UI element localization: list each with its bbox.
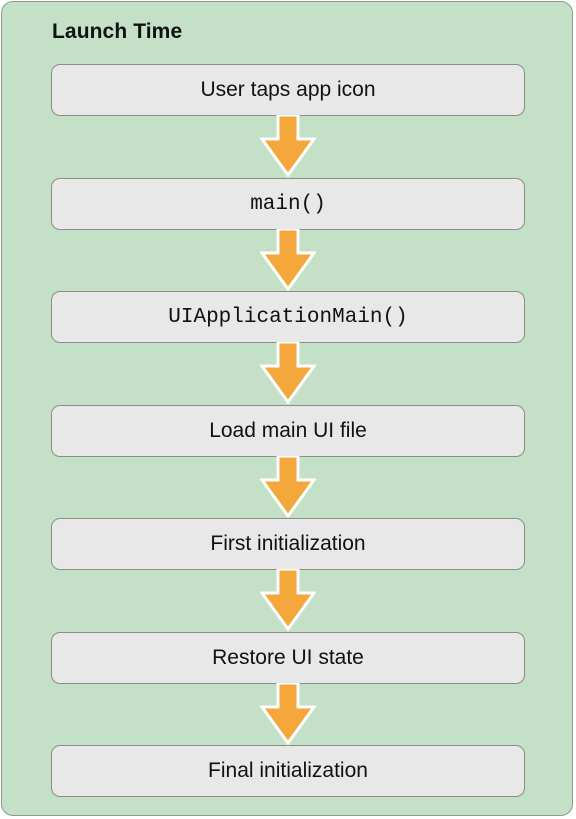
- down-arrow-icon: [260, 342, 316, 404]
- step-user-taps-app-icon: User taps app icon: [51, 64, 525, 116]
- step-load-main-ui-file: Load main UI file: [51, 405, 525, 457]
- down-arrow-icon: [260, 569, 316, 631]
- down-arrow-icon: [260, 456, 316, 518]
- down-arrow-icon: [260, 683, 316, 745]
- step-restore-ui-state: Restore UI state: [51, 632, 525, 684]
- panel-title: Launch Time: [52, 20, 183, 43]
- step-final-initialization: Final initialization: [51, 745, 525, 797]
- step-main: main(): [51, 178, 525, 230]
- down-arrow-icon: [260, 229, 316, 291]
- step-uiapplicationmain: UIApplicationMain(): [51, 291, 525, 343]
- step-first-initialization: First initialization: [51, 518, 525, 570]
- down-arrow-icon: [260, 115, 316, 177]
